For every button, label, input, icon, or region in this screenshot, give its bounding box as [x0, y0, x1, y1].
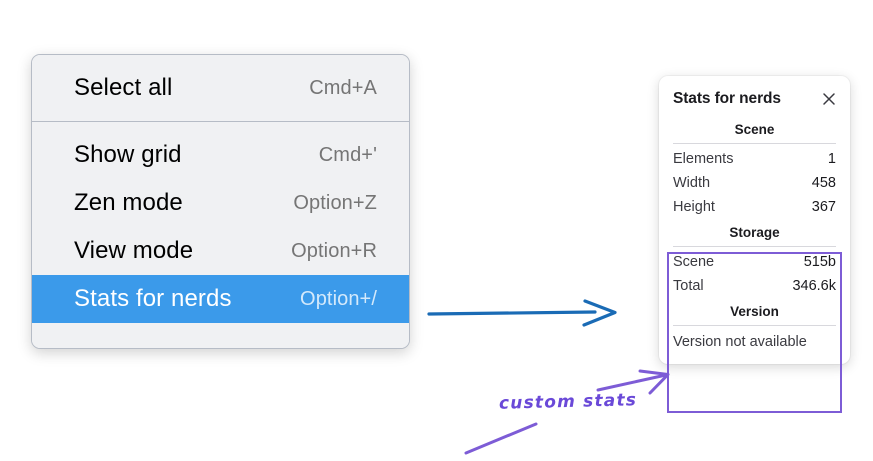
- annotation-label-custom-stats: custom stats: [498, 390, 638, 414]
- stats-panel-body: Scene Elements 1 Width 458 Height 367 St…: [659, 116, 850, 352]
- menu-bottom-padding: [32, 323, 409, 348]
- section-divider: [673, 143, 836, 144]
- menu-section-padding: [32, 112, 409, 121]
- stats-section-heading-scene: Scene: [734, 122, 775, 137]
- menu-section-selection: Select all Cmd+A: [32, 55, 409, 121]
- stat-row-height: Height 367: [673, 195, 836, 219]
- stat-row-total-storage: Total 346.6k: [673, 274, 836, 298]
- menu-item-zen-mode[interactable]: Zen mode Option+Z: [32, 179, 409, 227]
- menu-item-stats-for-nerds[interactable]: Stats for nerds Option+/: [32, 275, 409, 323]
- section-divider: [673, 325, 836, 326]
- stat-row-scene-storage: Scene 515b: [673, 250, 836, 274]
- section-divider: [673, 246, 836, 247]
- stats-section-heading-storage: Storage: [729, 225, 780, 240]
- stat-row-elements: Elements 1: [673, 147, 836, 171]
- menu-item-label: Stats for nerds: [74, 285, 232, 312]
- stat-label: Height: [673, 199, 715, 215]
- menu-item-shortcut: Option+Z: [293, 191, 377, 214]
- stat-value: 367: [811, 199, 836, 215]
- menu-item-label: Select all: [74, 74, 173, 101]
- blue-arrow-icon: [427, 299, 617, 327]
- stat-row-width: Width 458: [673, 171, 836, 195]
- stats-section-heading-version: Version: [730, 304, 779, 319]
- menu-item-shortcut: Option+R: [291, 239, 377, 262]
- stat-value: 1: [827, 151, 836, 167]
- stat-value: 346.6k: [792, 278, 836, 294]
- stats-panel-header: Stats for nerds: [659, 76, 850, 116]
- menu-item-shortcut: Cmd+': [318, 143, 377, 166]
- menu-item-view-mode[interactable]: View mode Option+R: [32, 227, 409, 275]
- stat-label: Width: [673, 175, 711, 191]
- close-icon[interactable]: [821, 91, 837, 107]
- stat-label: Scene: [673, 254, 715, 270]
- purple-underline-stroke: [464, 422, 538, 455]
- stat-value: 458: [811, 175, 836, 191]
- stat-label: Elements: [673, 151, 734, 167]
- menu-top-padding: [32, 55, 409, 64]
- stats-panel-title: Stats for nerds: [673, 90, 781, 107]
- stat-label: Total: [673, 278, 704, 294]
- menu-item-select-all[interactable]: Select all Cmd+A: [32, 64, 409, 112]
- stat-value: 515b: [803, 254, 836, 270]
- menu-item-show-grid[interactable]: Show grid Cmd+': [32, 131, 409, 179]
- context-menu[interactable]: Select all Cmd+A Show grid Cmd+' Zen mod…: [31, 54, 410, 349]
- menu-item-shortcut: Option+/: [300, 287, 377, 310]
- menu-item-shortcut: Cmd+A: [309, 76, 377, 99]
- menu-item-label: View mode: [74, 237, 194, 264]
- menu-item-label: Show grid: [74, 141, 182, 168]
- menu-section-padding-top: [32, 122, 409, 131]
- stats-for-nerds-panel: Stats for nerds Scene Elements 1 Width 4…: [659, 76, 850, 364]
- menu-separator: [32, 121, 409, 122]
- menu-item-label: Zen mode: [74, 189, 183, 216]
- menu-section-view: Show grid Cmd+' Zen mode Option+Z View m…: [32, 122, 409, 348]
- version-not-available-text: Version not available: [673, 334, 807, 350]
